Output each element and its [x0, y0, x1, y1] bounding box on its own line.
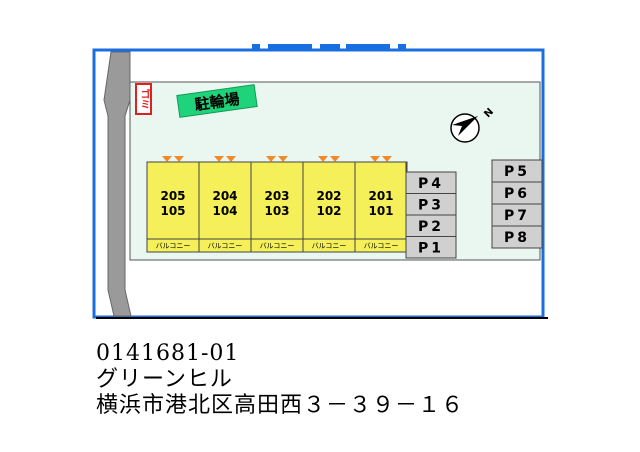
- entrance-marker-icon: [382, 156, 392, 162]
- entrance-marker-icon: [370, 156, 380, 162]
- unit-upper-number: 203: [264, 189, 289, 203]
- entrance-marker-icon: [174, 156, 184, 162]
- entrance-marker-icon: [162, 156, 172, 162]
- parking-space-label: P7: [504, 208, 530, 224]
- unit-lower-number: 105: [160, 204, 185, 218]
- entrance-marker-icon: [266, 156, 276, 162]
- entrance-marker-icon: [330, 156, 340, 162]
- entrance-marker-icon: [214, 156, 224, 162]
- parking-space-label: P5: [504, 164, 530, 180]
- entrance-marker-icon: [226, 156, 236, 162]
- parking-space-label: P4: [418, 176, 444, 192]
- unit-lower-number: 104: [212, 204, 237, 218]
- cropped-header-marks: [252, 44, 406, 50]
- parking-space: P7: [491, 203, 543, 227]
- parking-space-box: [491, 225, 543, 249]
- unit-upper-number: 204: [212, 189, 237, 203]
- entrance-marker-icon: [318, 156, 328, 162]
- unit-lower-number: 101: [368, 204, 393, 218]
- parking-space: P1: [405, 236, 457, 259]
- entrance-marker-icon: [278, 156, 288, 162]
- parking-space-label: P3: [418, 197, 444, 213]
- property-address: 横浜市港北区高田西３－３９－１６: [96, 393, 465, 418]
- balcony-label: バルコニー: [364, 242, 399, 250]
- parking-space-box: [405, 236, 457, 259]
- road: [103, 51, 132, 317]
- balcony-label: バルコニー: [156, 242, 191, 250]
- property-name: グリーンヒル: [96, 367, 233, 392]
- caption: 0141681-01 グリーンヒル 横浜市港北区高田西３－３９－１６: [96, 341, 464, 419]
- parking-space-label: P6: [504, 186, 530, 202]
- parking-space: P6: [491, 181, 543, 205]
- north-compass-icon: N: [450, 106, 496, 143]
- parking-space: P3: [405, 193, 457, 216]
- unit-lower-number: 102: [316, 204, 341, 218]
- property-id: 0141681-01: [96, 341, 240, 366]
- bicycle-parking: 駐輪場: [176, 84, 258, 118]
- parking-space: P2: [405, 214, 457, 237]
- balcony-label: バルコニー: [208, 242, 243, 250]
- parking-space: P5: [491, 159, 543, 183]
- unit-upper-number: 201: [368, 189, 393, 203]
- parking-space: P4: [405, 171, 457, 194]
- parking-space-label: P1: [418, 240, 444, 256]
- balcony-label: バルコニー: [312, 242, 347, 250]
- parking-space-label: P2: [418, 219, 444, 235]
- parking-space: P8: [491, 225, 543, 249]
- garbage-area: ゴミ: [135, 83, 152, 115]
- balcony-label: バルコニー: [260, 242, 295, 250]
- garbage-label: ゴミ: [138, 88, 149, 109]
- unit-upper-number: 202: [316, 189, 341, 203]
- parking-space-label: P8: [504, 230, 530, 246]
- unit-upper-number: 205: [160, 189, 185, 203]
- unit-lower-number: 103: [264, 204, 289, 218]
